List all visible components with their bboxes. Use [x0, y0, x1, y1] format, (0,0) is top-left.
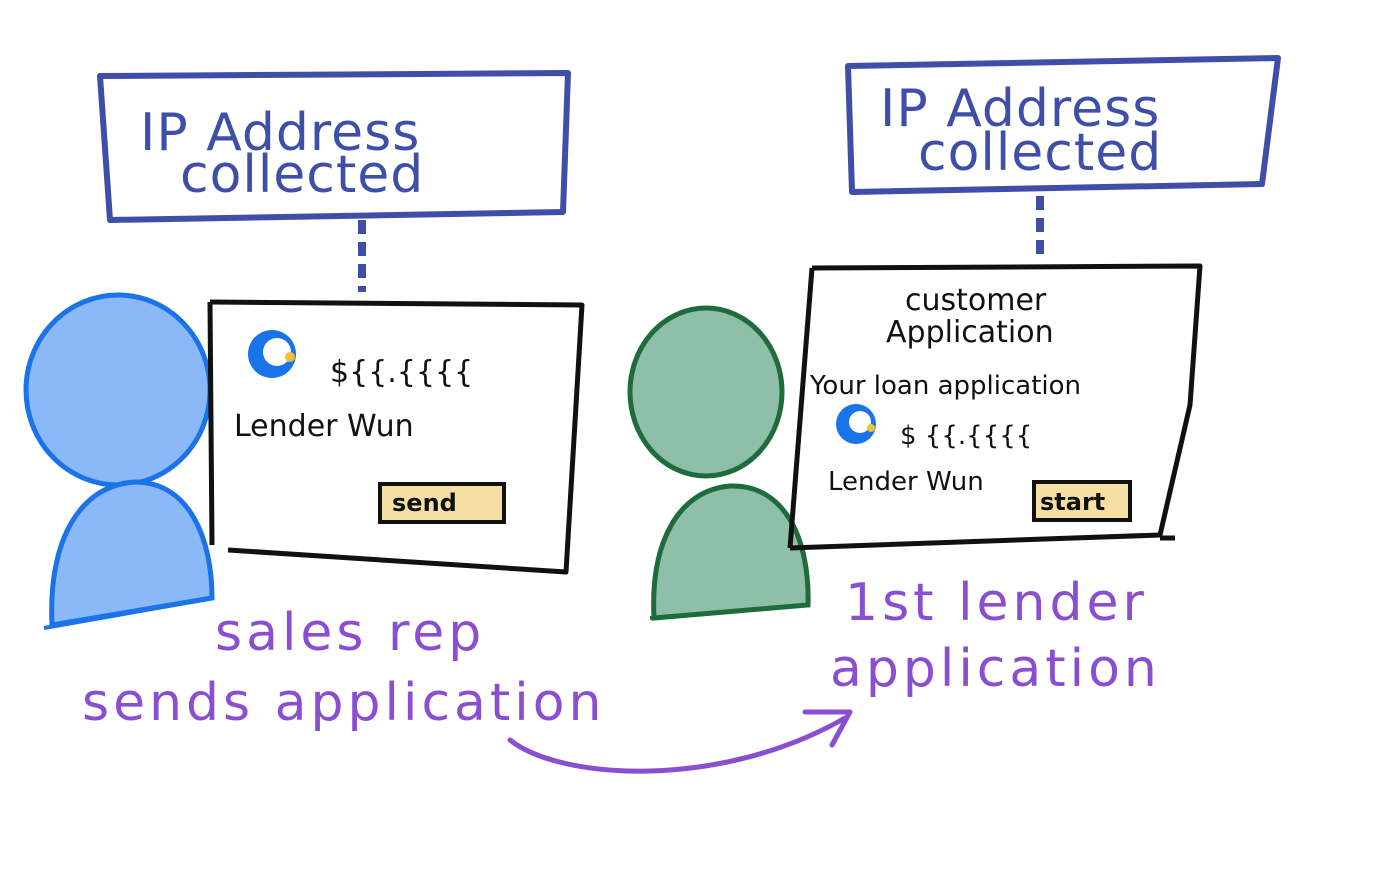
- right-caption-line2: application: [830, 639, 1161, 699]
- right-caption-line1: 1st lender: [845, 573, 1148, 633]
- right-screen-heading-line2: Application: [886, 315, 1054, 350]
- customer-figure: [627, 305, 811, 621]
- right-amount: $ {{.{{{{: [900, 421, 1032, 451]
- send-button-label: send: [392, 489, 457, 517]
- start-button-label: start: [1040, 488, 1105, 516]
- left-caption-line1: sales rep: [215, 603, 485, 663]
- lender-logo-icon: [836, 404, 876, 444]
- start-button[interactable]: start: [1032, 480, 1132, 522]
- right-ip-label-line2: collected: [918, 123, 1162, 183]
- flow-arrow: [507, 709, 853, 774]
- right-screen-heading-line1: customer: [905, 283, 1047, 318]
- right-lender-name: Lender Wun: [828, 467, 984, 497]
- send-button[interactable]: send: [378, 482, 506, 524]
- left-amount: ${{.{{{{: [330, 355, 473, 390]
- sales-rep-figure: [23, 292, 215, 630]
- customer-head: [627, 305, 785, 479]
- left-ip-label-line2: collected: [180, 145, 424, 205]
- left-caption-line2: sends application: [82, 673, 606, 733]
- sales-rep-body: [49, 479, 215, 628]
- sales-rep-screen: ${{.{{{{ Lender Wun send: [207, 299, 585, 575]
- right-ip-label-line1: IP Address: [880, 79, 1160, 139]
- right-ip-box: IP Address collected: [845, 55, 1281, 195]
- customer-body: [651, 483, 811, 621]
- sales-rep-head: [23, 292, 213, 488]
- left-lender-name: Lender Wun: [234, 409, 414, 444]
- lender-logo-icon: [248, 330, 296, 378]
- left-ip-label-line1: IP Address: [140, 103, 420, 163]
- left-ip-box: IP Address collected: [97, 70, 571, 223]
- customer-screen: customer Application Your loan applicati…: [787, 263, 1203, 551]
- right-screen-subheading: Your loan application: [809, 371, 1081, 401]
